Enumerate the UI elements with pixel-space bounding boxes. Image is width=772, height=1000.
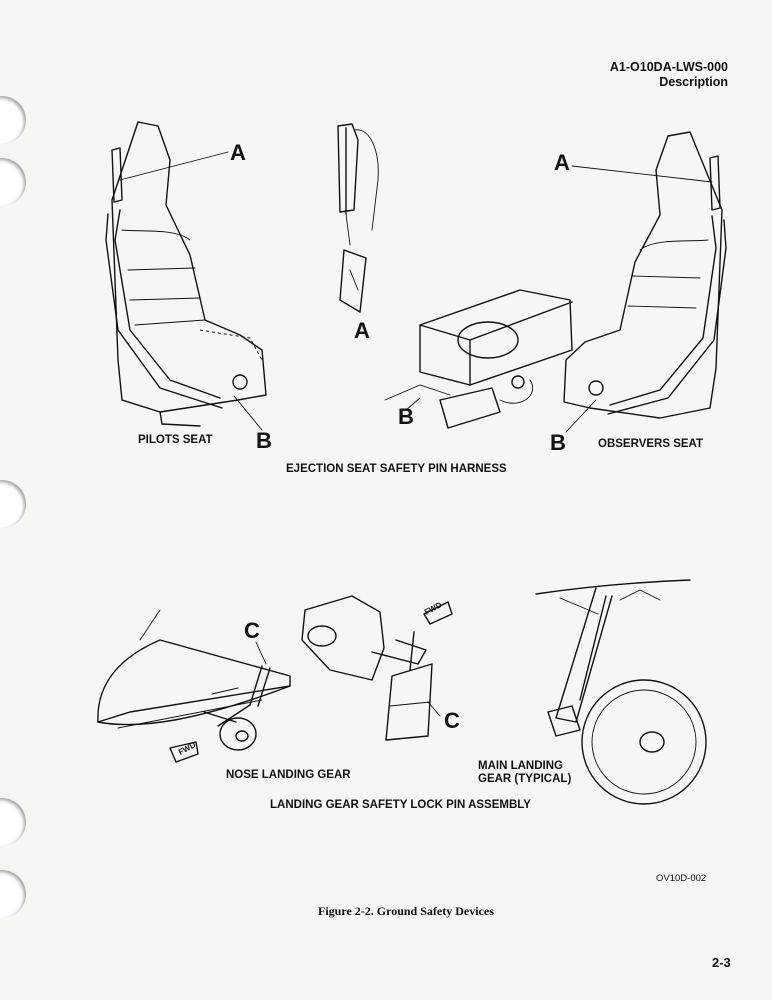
leader-line-b-observer <box>565 399 597 433</box>
observers-seat-label: OBSERVERS SEAT <box>598 438 704 450</box>
callout-c-center: C <box>444 708 460 733</box>
leader-line-b-center <box>405 397 421 411</box>
observers-seat-drawing <box>563 131 727 419</box>
leader-line-c-center <box>427 701 441 717</box>
callout-b-center: B <box>398 404 414 429</box>
leader-line-a-pilot <box>119 151 229 181</box>
pilots-seat-label: PILOTS SEAT <box>138 434 213 446</box>
callout-b-observer: B <box>550 430 566 455</box>
leader-line-a-observer <box>571 165 713 183</box>
ejection-harness-title: EJECTION SEAT SAFETY PIN HARNESS <box>286 463 507 475</box>
nose-gear-closeup-drawing <box>301 595 453 741</box>
figure-code: OV10D-002 <box>656 873 707 884</box>
harness-case-drawing <box>384 289 573 429</box>
nose-landing-gear-label: NOSE LANDING GEAR <box>226 769 351 781</box>
leader-line-b-pilot <box>233 395 263 431</box>
callout-a-pilot: A <box>230 140 246 165</box>
callout-a-observer: A <box>554 150 570 175</box>
main-landing-gear-label-line1: MAIN LANDING <box>478 760 563 772</box>
page-number: 2-3 <box>712 955 731 970</box>
callout-c-nose: C <box>244 618 260 643</box>
landing-gear-lock-pin-title: LANDING GEAR SAFETY LOCK PIN ASSEMBLY <box>270 799 531 811</box>
section-title: Description <box>659 75 728 89</box>
figure-caption: Figure 2-2. Ground Safety Devices <box>318 904 494 918</box>
callout-a-center: A <box>354 318 370 343</box>
main-landing-gear-label-line2: GEAR (TYPICAL) <box>478 773 572 785</box>
main-gear-drawing <box>535 579 707 805</box>
pilots-seat-drawing <box>105 121 267 427</box>
pin-a-drawing <box>337 123 379 313</box>
document-number: A1-O10DA-LWS-000 <box>609 60 728 74</box>
leader-line-c-nose <box>255 641 267 665</box>
document-header: A1-O10DA-LWS-000 Description <box>610 60 728 90</box>
nose-gear-drawing <box>97 609 291 763</box>
main-landing-gear-label: MAIN LANDING GEAR (TYPICAL) <box>478 760 571 786</box>
callout-b-pilot: B <box>256 428 272 453</box>
